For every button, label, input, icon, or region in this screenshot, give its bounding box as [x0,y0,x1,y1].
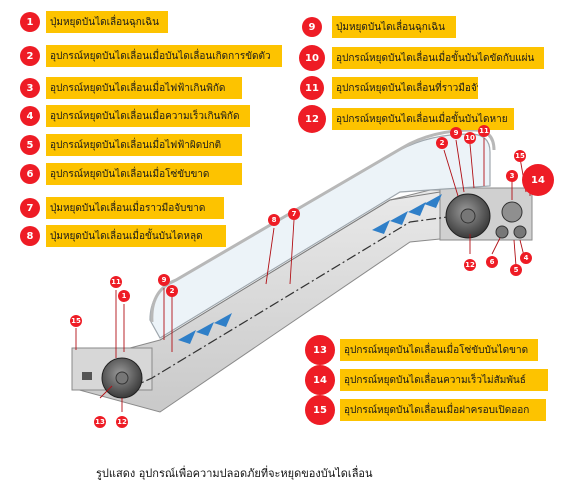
diagram-marker-2: 2 [166,285,178,297]
label-text-12: อุปกรณ์หยุดบันไดเลื่อนเมื่อขั้นบันไดหาย [332,108,514,130]
label-number-8: 8 [20,226,40,246]
label-text-8: ปุ่มหยุดบันไดเลื่อนเมื่อขั้นบันไดหลุด [46,225,226,247]
diagram-marker-15: 15 [514,150,526,162]
diagram-marker-6: 6 [486,256,498,268]
label-text-6: อุปกรณ์หยุดบันไดเลื่อนเมื่อโซ่ขับขาด [46,163,242,185]
label-text-1: ปุ่มหยุดบันไดเลื่อนฉุกเฉิน [46,11,168,33]
label-text-2: อุปกรณ์หยุดบันไดเลื่อนเมื่อบันไดเลื่อนเก… [46,45,282,67]
drive-gear-a [495,225,509,239]
step-arrows [178,194,442,344]
label-text-4: อุปกรณ์หยุดบันไดเลื่อนเมื่อความเร็วเกินพ… [46,105,250,127]
label-text-9: ปุ่มหยุดบันไดเลื่อนฉุกเฉิน [332,16,456,38]
label-text-5: อุปกรณ์หยุดบันไดเลื่อนเมื่อไฟฟ้าผิดปกติ [46,134,242,156]
label-text-15: อุปกรณ์หยุดบันไดเลื่อนเมื่อฝาครอบเปิดออก [340,399,546,421]
step-arrow [390,211,408,225]
label-text-11: อุปกรณ์หยุดบันไดเลื่อนที่ราวมือจับ [332,77,478,99]
diagram-marker-13: 13 [94,416,106,428]
label-text-3: อุปกรณ์หยุดบันไดเลื่อนเมื่อไฟฟ้าเกินพิกั… [46,77,242,99]
label-text-7: ปุ่มหยุดบันไดเลื่อนเมื่อราวมือจับขาด [46,197,224,219]
label-number-15: 15 [305,395,335,425]
leader-line [469,143,475,189]
step-arrow [408,202,426,216]
figure-caption: รูปแสดง อุปกรณ์เพื่อความปลอดภัยที่จะหยุด… [96,467,373,480]
label-text-14: อุปกรณ์หยุดบันไดเลื่อนความเร็วไม่สัมพันธ… [340,369,548,391]
leader-line [99,385,113,399]
diagram-marker-3: 3 [506,170,518,182]
label-number-10: 10 [299,45,325,71]
label-number-5: 5 [20,135,40,155]
step-arrow [178,330,196,344]
drive-motor-wheel [501,201,523,223]
lower-sprocket-hub [115,371,129,385]
diagram-marker-9: 9 [450,127,462,139]
label-number-1: 1 [20,12,40,32]
diagram-marker-7: 7 [288,208,300,220]
diagram-marker-2: 2 [436,137,448,149]
step-chain-line [129,213,471,389]
leader-lines [75,138,531,412]
label-number-6: 6 [20,164,40,184]
label-text-10: อุปกรณ์หยุดบันไดเลื่อนเมื่อขั้นบันไดขัดก… [332,47,544,69]
diagram-marker-10: 10 [464,132,476,144]
diagram-marker-4: 4 [520,252,532,264]
step-arrow [424,194,442,208]
label-number-11: 11 [300,76,324,100]
diagram-marker-8: 8 [268,214,280,226]
label-number-4: 4 [20,106,40,126]
diagram-marker-12: 12 [116,416,128,428]
label-number-13: 13 [305,335,335,365]
leader-line [455,139,465,193]
diagram-marker-1: 1 [118,290,130,302]
diagram-marker-12: 12 [464,259,476,271]
label-number-7: 7 [20,198,40,218]
upper-sprocket-hub [460,208,476,224]
label-number-9: 9 [302,17,322,37]
diagram-marker-11: 11 [110,276,122,288]
leader-line [513,239,517,267]
diagram-marker-14-large: 14 [522,164,554,196]
diagram-marker-5: 5 [510,264,522,276]
step-arrow [372,220,390,234]
diagram-marker-15: 15 [70,315,82,327]
diagram-marker-9: 9 [158,274,170,286]
label-number-14: 14 [305,365,335,395]
label-text-13: อุปกรณ์หยุดบันไดเลื่อนเมื่อโซ่ขับบันไดขา… [340,339,538,361]
label-number-2: 2 [20,46,40,66]
lower-sensor [82,372,92,380]
leader-line [289,219,295,285]
skirt-line [159,191,441,341]
leader-line [265,227,275,285]
step-arrow [196,322,214,336]
diagram-marker-11: 11 [478,125,490,137]
step-arrow [214,313,232,327]
label-number-3: 3 [20,78,40,98]
drive-gear-b [513,225,527,239]
label-number-12: 12 [298,105,326,133]
leader-line [491,237,501,255]
leader-line [443,149,459,197]
